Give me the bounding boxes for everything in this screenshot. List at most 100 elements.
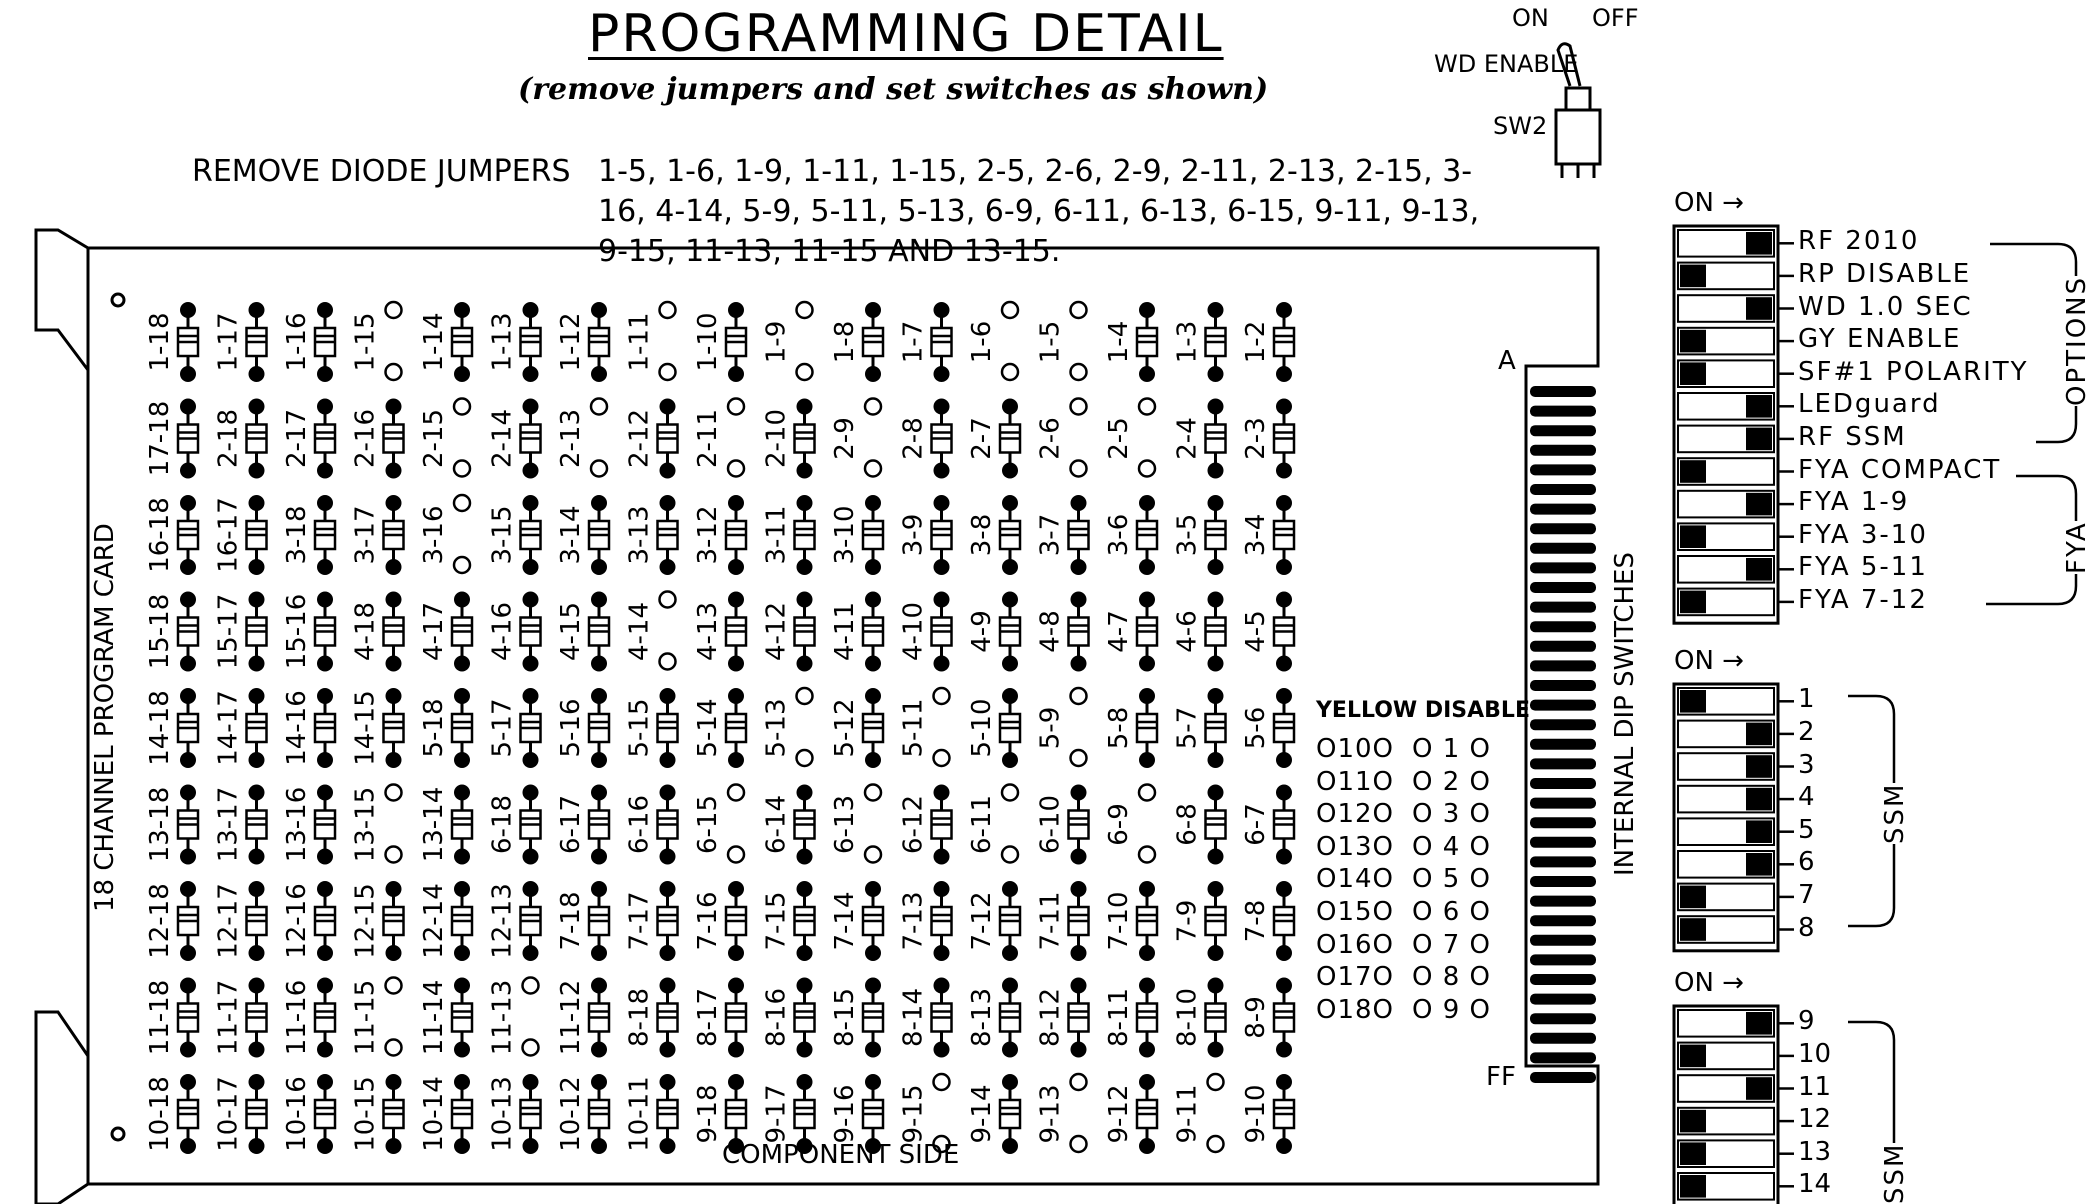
jumper-7-11[interactable]: 7-11 (1036, 881, 1090, 961)
jumper-9-10[interactable]: 9-10 (1241, 1074, 1296, 1154)
jumper-7-18[interactable]: 7-18 (556, 881, 611, 961)
options-switch[interactable] (1677, 294, 1794, 323)
jumper-1-16[interactable]: 1-16 (282, 302, 337, 382)
jumper-8-17[interactable]: 8-17 (693, 977, 748, 1058)
jumper-4-10[interactable]: 4-10 (899, 591, 953, 672)
jumper-3-9[interactable]: 3-9 (899, 495, 953, 575)
jumper-9-11[interactable]: 9-11 (1173, 1072, 1225, 1154)
jumper-9-17[interactable]: 9-17 (762, 1074, 816, 1154)
jumper-1-3[interactable]: 1-3 (1173, 302, 1227, 382)
jumper-7-16[interactable]: 7-16 (693, 881, 748, 961)
jumper-7-13[interactable]: 7-13 (899, 881, 953, 961)
jumper-5-12[interactable]: 5-12 (830, 688, 885, 768)
jumper-11-13[interactable]: 11-13 (488, 976, 540, 1057)
jumper-12-15[interactable]: 12-15 (351, 881, 405, 961)
options-switch[interactable] (1677, 522, 1794, 552)
jumper-1-15[interactable]: 1-15 (351, 300, 403, 382)
options-switch[interactable] (1677, 555, 1794, 584)
jumper-4-18[interactable]: 4-18 (351, 591, 405, 672)
jumper-3-14[interactable]: 3-14 (556, 495, 611, 575)
jumper-3-7[interactable]: 3-7 (1036, 495, 1090, 575)
jumper-2-17[interactable]: 2-17 (282, 398, 337, 479)
jumper-11-12[interactable]: 11-12 (556, 977, 611, 1058)
jumper-6-8[interactable]: 6-8 (1173, 784, 1227, 865)
jumper-5-8[interactable]: 5-8 (1104, 688, 1159, 768)
jumper-4-7[interactable]: 4-7 (1104, 591, 1159, 672)
ssm2-switch[interactable] (1677, 1106, 1794, 1136)
jumper-13-14[interactable]: 13-14 (419, 784, 474, 865)
ssm2-switch[interactable] (1677, 1041, 1794, 1071)
jumper-8-11[interactable]: 8-11 (1104, 977, 1159, 1058)
jumper-13-17[interactable]: 13-17 (214, 784, 268, 865)
jumper-14-16[interactable]: 14-16 (282, 688, 337, 768)
jumper-8-13[interactable]: 8-13 (967, 977, 1022, 1058)
jumper-7-12[interactable]: 7-12 (967, 881, 1022, 961)
jumper-8-14[interactable]: 8-14 (899, 977, 953, 1058)
ssm1-switch[interactable] (1677, 817, 1794, 847)
jumper-7-9[interactable]: 7-9 (1173, 881, 1227, 961)
jumper-4-6[interactable]: 4-6 (1173, 591, 1227, 672)
jumper-10-16[interactable]: 10-16 (282, 1074, 337, 1154)
jumper-1-14[interactable]: 1-14 (419, 302, 474, 382)
jumper-9-13[interactable]: 9-13 (1036, 1072, 1088, 1154)
jumper-5-7[interactable]: 5-7 (1173, 688, 1227, 768)
jumper-17-18[interactable]: 17-18 (145, 398, 200, 479)
jumper-4-9[interactable]: 4-9 (967, 591, 1022, 672)
jumper-5-13[interactable]: 5-13 (762, 686, 814, 768)
jumper-13-15[interactable]: 13-15 (351, 783, 403, 864)
jumper-6-16[interactable]: 6-16 (625, 784, 679, 865)
ssm2-switch[interactable] (1677, 1009, 1794, 1038)
jumper-4-15[interactable]: 4-15 (556, 591, 611, 672)
jumper-1-12[interactable]: 1-12 (556, 302, 611, 382)
jumper-1-2[interactable]: 1-2 (1241, 302, 1296, 382)
jumper-4-17[interactable]: 4-17 (419, 591, 474, 672)
jumper-6-10[interactable]: 6-10 (1036, 784, 1090, 865)
jumper-11-18[interactable]: 11-18 (145, 977, 200, 1058)
jumper-4-16[interactable]: 4-16 (488, 591, 542, 672)
jumper-3-13[interactable]: 3-13 (625, 495, 679, 575)
jumper-5-14[interactable]: 5-14 (693, 688, 748, 768)
jumper-3-8[interactable]: 3-8 (967, 495, 1022, 575)
jumper-12-17[interactable]: 12-17 (214, 881, 268, 961)
jumper-5-18[interactable]: 5-18 (419, 688, 474, 768)
jumper-8-9[interactable]: 8-9 (1241, 977, 1296, 1058)
jumper-5-16[interactable]: 5-16 (556, 688, 611, 768)
jumper-1-5[interactable]: 1-5 (1036, 300, 1088, 382)
jumper-5-11[interactable]: 5-11 (899, 686, 951, 768)
jumper-4-5[interactable]: 4-5 (1241, 591, 1296, 672)
jumper-1-8[interactable]: 1-8 (830, 302, 885, 382)
ssm1-switch[interactable] (1677, 719, 1794, 749)
jumper-5-10[interactable]: 5-10 (967, 688, 1022, 768)
jumper-5-15[interactable]: 5-15 (625, 688, 679, 768)
jumper-6-15[interactable]: 6-15 (693, 783, 746, 864)
jumper-2-12[interactable]: 2-12 (625, 398, 679, 479)
jumper-1-17[interactable]: 1-17 (214, 302, 268, 382)
jumper-1-13[interactable]: 1-13 (488, 302, 542, 382)
jumper-2-5[interactable]: 2-5 (1104, 397, 1157, 478)
jumper-3-18[interactable]: 3-18 (282, 495, 337, 575)
jumper-16-18[interactable]: 16-18 (145, 495, 200, 575)
jumper-6-13[interactable]: 6-13 (830, 783, 883, 864)
jumper-1-4[interactable]: 1-4 (1104, 302, 1159, 382)
jumper-3-12[interactable]: 3-12 (693, 495, 748, 575)
jumper-2-16[interactable]: 2-16 (351, 398, 405, 479)
jumper-12-18[interactable]: 12-18 (145, 881, 200, 961)
jumper-13-16[interactable]: 13-16 (282, 784, 337, 865)
jumper-2-13[interactable]: 2-13 (556, 397, 609, 478)
jumper-4-14[interactable]: 4-14 (625, 590, 677, 671)
jumper-1-9[interactable]: 1-9 (762, 300, 814, 382)
jumper-7-8[interactable]: 7-8 (1241, 881, 1296, 961)
jumper-5-9[interactable]: 5-9 (1036, 686, 1088, 768)
jumper-9-14[interactable]: 9-14 (967, 1074, 1022, 1154)
options-switch[interactable] (1677, 359, 1794, 388)
jumper-8-10[interactable]: 8-10 (1173, 977, 1227, 1058)
jumper-6-11[interactable]: 6-11 (967, 783, 1020, 864)
jumper-15-18[interactable]: 15-18 (145, 591, 200, 672)
jumper-14-17[interactable]: 14-17 (214, 688, 268, 768)
options-switch[interactable] (1677, 489, 1794, 519)
jumper-2-6[interactable]: 2-6 (1036, 397, 1088, 478)
jumper-4-11[interactable]: 4-11 (830, 591, 885, 672)
jumper-3-15[interactable]: 3-15 (488, 495, 542, 575)
options-switch[interactable] (1677, 261, 1794, 291)
ssm1-switch[interactable] (1677, 915, 1794, 944)
